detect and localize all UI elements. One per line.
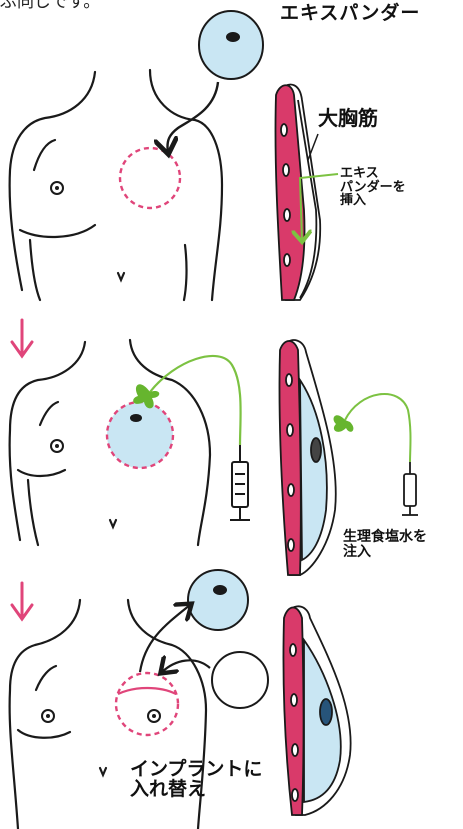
implant-icon [212,652,268,708]
cross-section-3 [283,606,350,815]
insert-arrow [167,82,218,152]
pectoralis-label: 大胸筋 [318,108,378,129]
syringe-icon [402,462,418,515]
insert-implant-arrow [162,660,210,672]
fill-tube-cs [345,394,411,462]
insert-expander-label: エキス パンダーを 挿入 [340,167,406,208]
cross-section-1 [275,85,320,300]
cross-section-2 [279,340,335,575]
expander-icon [199,11,263,79]
arrow-down-icon [12,583,32,619]
arrow-down-icon [12,320,32,356]
dashed-target-3 [116,673,178,735]
dashed-target-1 [120,148,180,208]
replace-implant-label: インプラントに 入れ替え [130,760,262,800]
top-text-fragment: ぶ同じです。 [0,0,100,12]
inflated-expander-2 [107,402,173,468]
syringe-icon [230,445,250,520]
panel-1-insert [10,11,338,300]
torso-1 [10,70,222,300]
expander-icon [188,570,248,630]
expander-label: エキスパンダー [280,4,420,24]
inject-saline-label: 生理食塩水を 注入 [343,530,427,559]
